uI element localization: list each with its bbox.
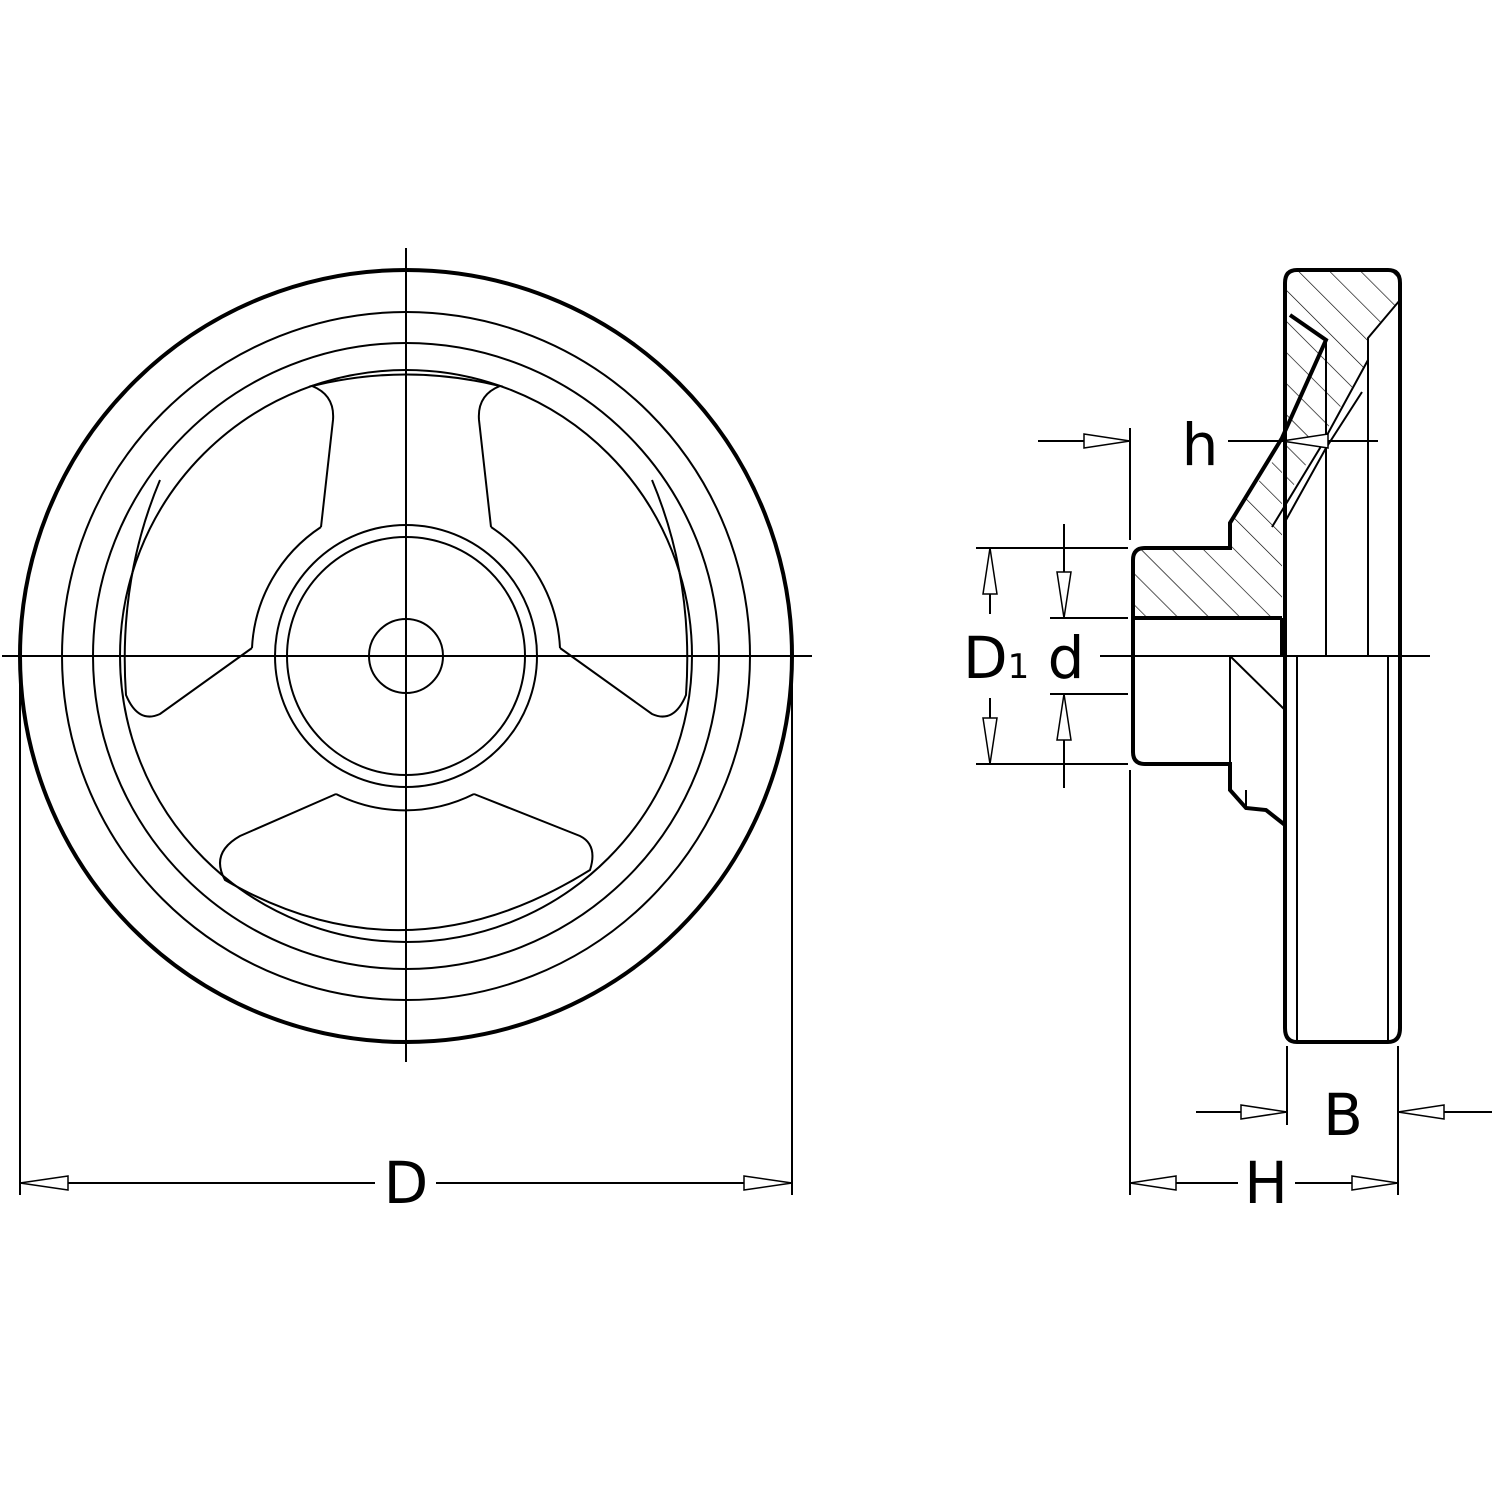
- label-h: h: [1182, 411, 1219, 479]
- label-B: B: [1323, 1081, 1363, 1149]
- dimension-D: D: [19, 665, 793, 1217]
- dimension-H: H: [1129, 770, 1399, 1217]
- label-D1: D1: [963, 624, 1029, 692]
- side-outline: [1283, 268, 1402, 1044]
- dimension-h: h: [1038, 411, 1378, 540]
- label-H: H: [1244, 1149, 1288, 1217]
- dim-arrow-right: [743, 1175, 793, 1191]
- section-profile: [1131, 313, 1329, 618]
- label-D: D: [384, 1149, 429, 1217]
- dimension-d: d: [1048, 524, 1128, 788]
- dimension-D1: D1: [963, 547, 1128, 765]
- spoke-window-right: [559, 479, 689, 718]
- label-d: d: [1048, 624, 1085, 692]
- dim-arrow-left: [19, 1175, 69, 1191]
- dimension-B: B: [1196, 1046, 1492, 1195]
- spoke-window-left: [123, 479, 253, 718]
- side-view: [1100, 268, 1430, 1044]
- front-view: [2, 248, 812, 1062]
